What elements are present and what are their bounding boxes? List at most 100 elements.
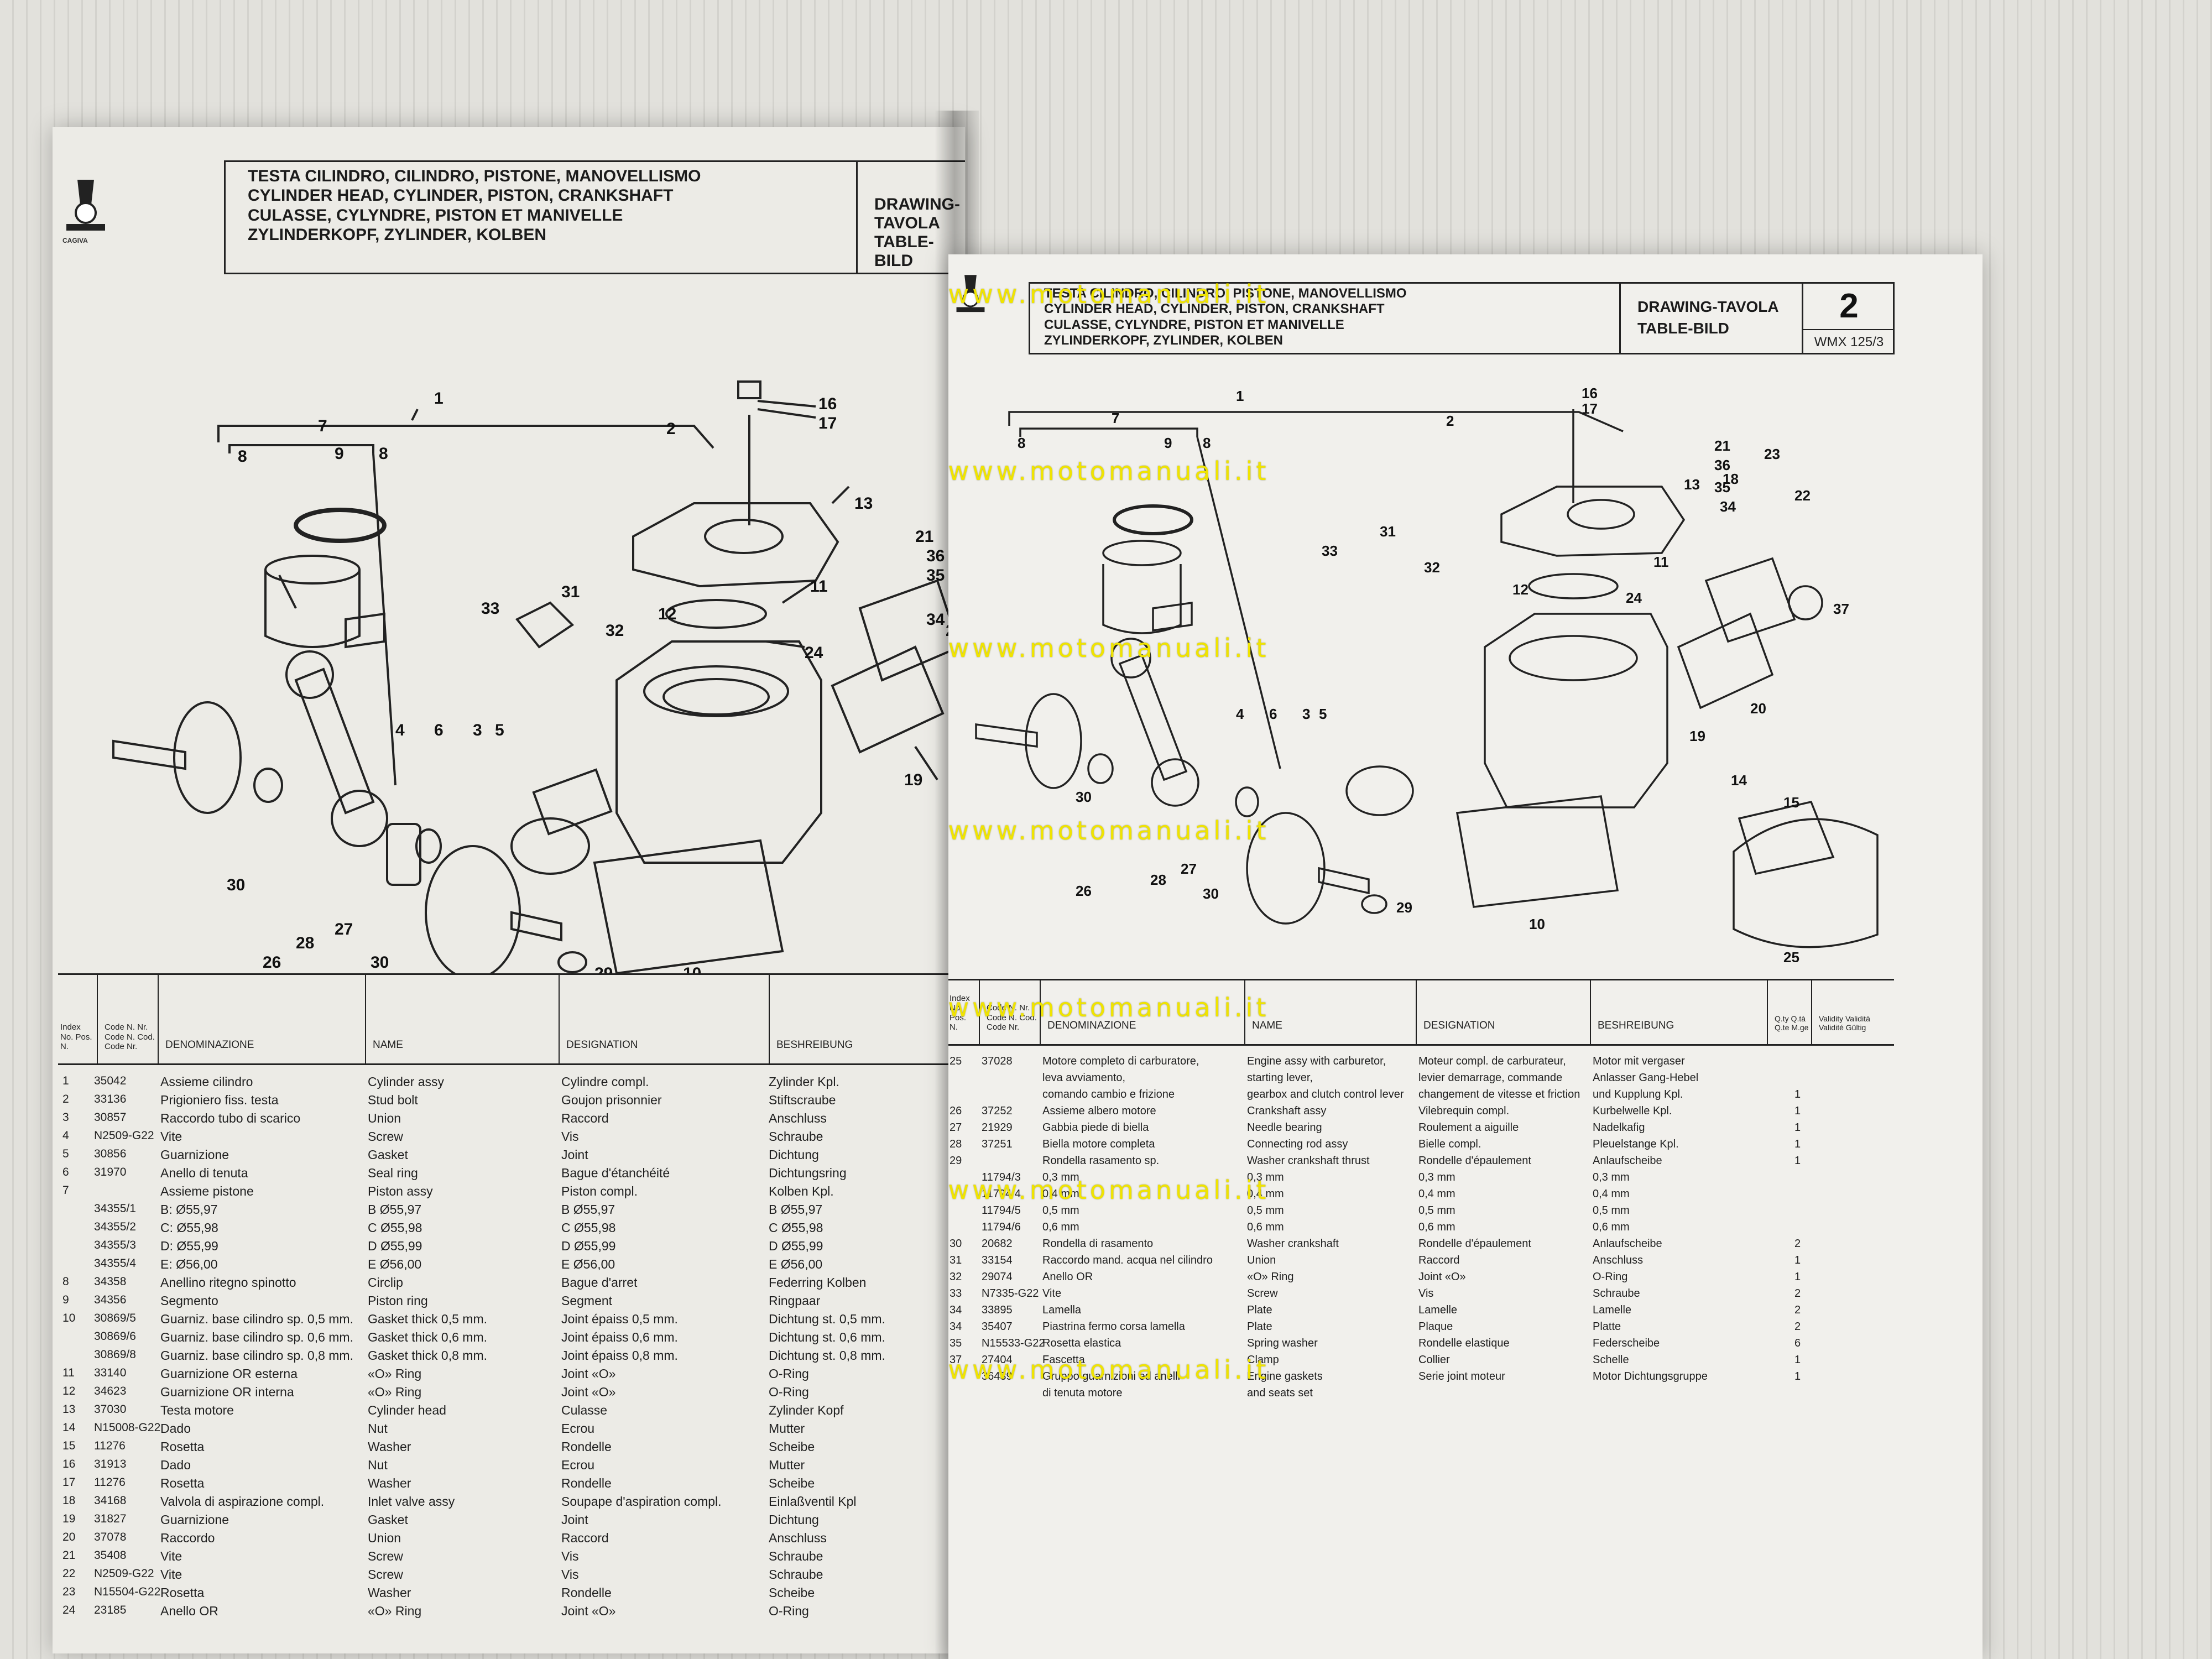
- cell-en: E Ø56,00: [368, 1257, 422, 1271]
- cell-it: Rosetta: [160, 1476, 205, 1490]
- callout-label: 22: [1794, 487, 1811, 504]
- cell-fr: Joint: [561, 1512, 588, 1527]
- left-header-box: TESTA CILINDRO, CILINDRO, PISTONE, MANOV…: [224, 160, 965, 274]
- cell-it: 0,3 mm: [1042, 1171, 1079, 1183]
- callout-label: 21: [1714, 437, 1730, 454]
- cell-code: 30869/5: [94, 1312, 136, 1324]
- right-title-de: ZYLINDERKOPF, ZYLINDER, KOLBEN: [1044, 332, 1284, 348]
- cell-fr: 0,5 mm: [1418, 1204, 1455, 1217]
- cell-index: 8: [62, 1275, 69, 1288]
- cell-code: 30856: [94, 1147, 127, 1160]
- cell-fr: levier demarrage, commande: [1418, 1072, 1563, 1084]
- left-parts-table: Index No. Pos. N. Code N. Nr. Code N. Co…: [58, 973, 965, 1639]
- cell-index: 7: [62, 1184, 69, 1197]
- cell-de: O-Ring: [769, 1385, 809, 1399]
- cell-de: Anschluss: [769, 1111, 827, 1125]
- cell-index: 29: [950, 1155, 962, 1167]
- cell-index: 10: [62, 1312, 76, 1324]
- cell-code: 30869/6: [94, 1330, 136, 1343]
- cell-code: 11276: [94, 1439, 126, 1452]
- cell-fr: Rondelle: [561, 1439, 612, 1454]
- cell-qty: 1: [1794, 1370, 1801, 1383]
- callout-label: 2: [666, 420, 676, 438]
- cell-de: Anlasser Gang-Hebel: [1593, 1072, 1699, 1084]
- callout-label: 35: [926, 566, 945, 585]
- cell-index: 5: [62, 1147, 69, 1160]
- cell-it: Prigioniero fiss. testa: [160, 1093, 279, 1107]
- cell-code: N15533-G22: [982, 1337, 1045, 1349]
- table-row: leva avviamento,starting lever,levier de…: [948, 1072, 1894, 1089]
- cell-en: Screw: [368, 1549, 403, 1563]
- cell-de: Dichtung st. 0,5 mm.: [769, 1312, 885, 1326]
- cell-fr: Vis: [561, 1567, 579, 1582]
- cell-fr: Piston compl.: [561, 1184, 638, 1198]
- cell-code: 31913: [94, 1458, 127, 1470]
- cell-fr: Joint «O»: [561, 1604, 616, 1618]
- watermark: www.motomanuali.it: [948, 1355, 1270, 1385]
- cell-qty: 1: [1794, 1271, 1801, 1283]
- cell-code: 20682: [982, 1238, 1013, 1250]
- cell-code: 34355/1: [94, 1202, 136, 1215]
- callout-label: 3: [1302, 706, 1310, 722]
- cell-it: 0,5 mm: [1042, 1204, 1079, 1217]
- cell-fr: Lamelle: [1418, 1304, 1458, 1316]
- cell-de: D Ø55,99: [769, 1239, 823, 1253]
- cell-en: Washer: [368, 1476, 411, 1490]
- callout-label: 9: [335, 445, 344, 463]
- cell-de: Zylinder Kopf: [769, 1403, 844, 1417]
- callout-label: 24: [805, 644, 823, 662]
- cell-index: 34: [950, 1304, 962, 1316]
- cell-de: Ringpaar: [769, 1293, 821, 1308]
- cell-en: Washer: [368, 1585, 411, 1600]
- cell-fr: Serie joint moteur: [1418, 1370, 1505, 1383]
- cell-en: Nut: [368, 1458, 388, 1472]
- left-column-headers: Index No. Pos. N. Code N. Nr. Code N. Co…: [58, 975, 965, 1065]
- column-header: Index No. Pos. N.: [950, 994, 970, 1032]
- cell-it: 0,4 mm: [1042, 1188, 1079, 1200]
- left-page: CAGIVA TESTA CILINDRO, CILINDRO, PISTONE…: [53, 127, 965, 1653]
- cell-index: 27: [950, 1121, 962, 1134]
- cell-code: 35042: [94, 1074, 127, 1087]
- cagiva-logo: [61, 174, 111, 235]
- cell-fr: Roulement a aiguille: [1418, 1121, 1519, 1134]
- cell-fr: Vis: [561, 1549, 579, 1563]
- cell-fr: Raccord: [561, 1531, 609, 1545]
- callout-label: 30: [371, 953, 389, 972]
- cell-fr: Plaque: [1418, 1321, 1453, 1333]
- cell-de: Dichtung st. 0,6 mm.: [769, 1330, 885, 1344]
- cell-en: Piston assy: [368, 1184, 433, 1198]
- cell-fr: Joint épaiss 0,5 mm.: [561, 1312, 678, 1326]
- cell-en: and seats set: [1247, 1387, 1313, 1399]
- cell-de: O-Ring: [1593, 1271, 1628, 1283]
- cell-index: 32: [950, 1271, 962, 1283]
- callout-label: 35: [1714, 479, 1730, 495]
- cell-de: Einlaßventil Kpl: [769, 1494, 857, 1509]
- cell-fr: Joint: [561, 1147, 588, 1162]
- column-header: NAME: [1244, 980, 1416, 1044]
- cell-en: Plate: [1247, 1304, 1272, 1316]
- callout-label: 26: [1076, 883, 1092, 899]
- column-header: Q.ty Q.tà Q.te M.ge: [1767, 980, 1811, 1044]
- cell-code: 34355/4: [94, 1257, 136, 1270]
- callout-label: 29: [594, 964, 613, 973]
- cell-it: Piastrina fermo corsa lamella: [1042, 1321, 1185, 1333]
- left-drawing-label-2: TABLE-BILD: [874, 233, 934, 270]
- cell-fr: Ecrou: [561, 1421, 595, 1436]
- cell-code: 33140: [94, 1366, 127, 1379]
- cell-index: 34: [950, 1321, 962, 1333]
- callout-label: 11: [1653, 554, 1669, 570]
- callout-label: 8: [238, 447, 247, 466]
- cell-it: Assieme albero motore: [1042, 1105, 1156, 1117]
